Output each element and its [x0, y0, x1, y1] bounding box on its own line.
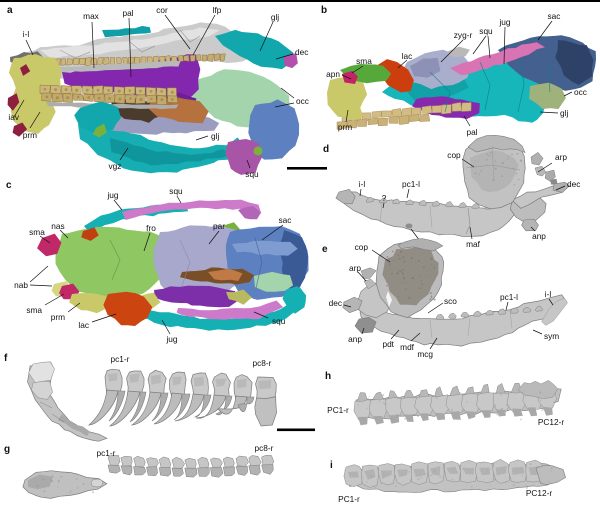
svg-text:pc8-r: pc8-r: [253, 358, 272, 368]
svg-text:pc1-l: pc1-l: [402, 179, 420, 189]
svg-text:squ: squ: [272, 316, 286, 326]
svg-text:fro: fro: [146, 223, 156, 233]
svg-text:glj: glj: [211, 131, 219, 141]
svg-text:d: d: [323, 144, 329, 155]
svg-text:PC12-r: PC12-r: [538, 417, 565, 427]
svg-text:sac: sac: [548, 11, 561, 21]
svg-text:lac: lac: [402, 51, 413, 61]
svg-text:pal: pal: [122, 8, 133, 18]
svg-text:apn: apn: [326, 69, 340, 79]
svg-text:cop: cop: [447, 150, 461, 160]
svg-text:dec: dec: [567, 179, 580, 189]
svg-text:b: b: [321, 5, 327, 16]
svg-text:squ: squ: [479, 26, 493, 36]
svg-text:pdt: pdt: [382, 339, 394, 349]
svg-text:h: h: [325, 371, 331, 382]
svg-text:pal: pal: [466, 127, 477, 137]
svg-text:occ: occ: [296, 96, 309, 106]
svg-text:maf: maf: [466, 239, 481, 249]
svg-text:mcg: mcg: [417, 349, 433, 359]
svg-text:lfp: lfp: [213, 5, 222, 15]
svg-text:squ: squ: [169, 186, 183, 196]
svg-text:sma: sma: [356, 56, 372, 66]
svg-text:pc8-r: pc8-r: [255, 443, 274, 453]
svg-text:sco: sco: [444, 296, 457, 306]
svg-text:sac: sac: [279, 215, 292, 225]
svg-text:arp: arp: [555, 152, 567, 162]
svg-text:lac: lac: [78, 320, 89, 330]
svg-text:anp: anp: [532, 231, 546, 241]
svg-text:?: ?: [382, 193, 387, 203]
svg-text:jug: jug: [165, 334, 177, 344]
svg-text:par: par: [213, 221, 225, 231]
svg-text:i: i: [330, 460, 333, 471]
svg-text:dec: dec: [295, 47, 308, 57]
svg-text:glj: glj: [560, 108, 568, 118]
svg-text:cor: cor: [156, 5, 168, 15]
svg-text:i-l: i-l: [359, 179, 366, 189]
svg-text:vgz: vgz: [109, 161, 122, 171]
svg-text:nab: nab: [14, 280, 28, 290]
svg-text:anp: anp: [348, 334, 362, 344]
svg-text:sym: sym: [544, 331, 559, 341]
svg-text:jug: jug: [498, 17, 510, 27]
svg-text:c: c: [6, 180, 12, 191]
svg-text:prm: prm: [51, 312, 65, 322]
svg-text:dec: dec: [329, 298, 342, 308]
svg-text:prm: prm: [23, 130, 37, 140]
svg-text:PC1-r: PC1-r: [338, 494, 360, 504]
svg-text:mdf: mdf: [400, 342, 415, 352]
svg-text:squ: squ: [245, 169, 259, 179]
svg-text:jug: jug: [106, 190, 118, 200]
svg-text:pc1-r: pc1-r: [97, 448, 116, 458]
svg-text:nas: nas: [51, 221, 64, 231]
svg-text:arp: arp: [349, 263, 361, 273]
svg-text:max: max: [83, 11, 100, 21]
svg-text:PC1-r: PC1-r: [327, 405, 349, 415]
svg-text:i-l: i-l: [23, 29, 30, 39]
svg-text:occ: occ: [574, 87, 587, 97]
svg-text:sma: sma: [29, 227, 45, 237]
svg-text:prm: prm: [338, 122, 352, 132]
svg-text:pc1-r: pc1-r: [111, 354, 130, 364]
svg-text:cop: cop: [355, 242, 369, 252]
svg-text:a: a: [7, 5, 13, 16]
svg-text:e: e: [322, 244, 328, 255]
svg-text:g: g: [4, 444, 10, 455]
svg-text:PC12-r: PC12-r: [526, 488, 553, 498]
svg-text:sma: sma: [26, 305, 42, 315]
svg-text:f: f: [4, 353, 8, 364]
svg-text:iav: iav: [8, 112, 19, 122]
svg-text:i-l: i-l: [545, 289, 552, 299]
svg-text:zyg-r: zyg-r: [454, 30, 473, 40]
svg-text:pc1-l: pc1-l: [500, 292, 518, 302]
svg-text:glj: glj: [271, 12, 279, 22]
